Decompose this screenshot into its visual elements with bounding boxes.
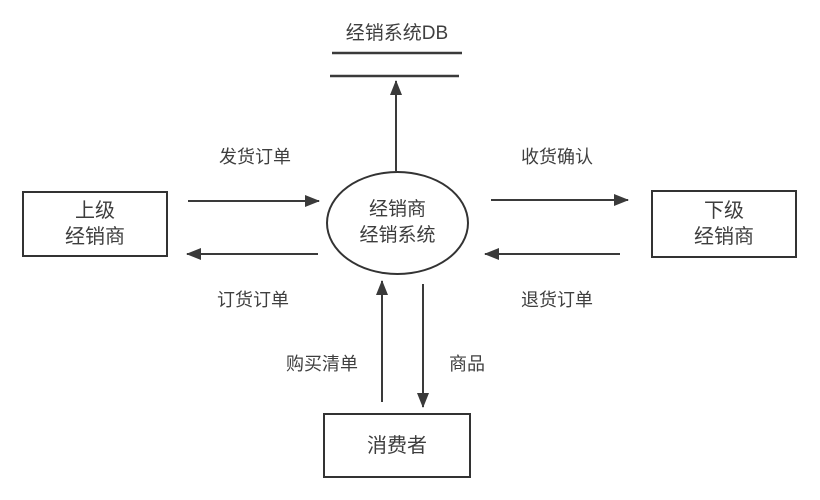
entity-downstream-label-line2: 经销商 (694, 226, 754, 248)
entity-upstream-distributor: 上级 经销商 (22, 191, 168, 257)
entity-downstream-label-line1: 下级 (704, 200, 744, 222)
flow-label-purchase-list: 购买清单 (286, 354, 358, 374)
entity-consumer: 消费者 (323, 413, 471, 478)
flow-label-receive-confirm: 收货确认 (521, 147, 593, 167)
entity-upstream-label-line2: 经销商 (65, 226, 125, 248)
datastore-label: 经销系统DB (345, 23, 449, 44)
flow-label-goods: 商品 (449, 354, 485, 374)
flow-label-ship-order: 发货订单 (219, 147, 291, 167)
flow-label-order-order: 订货订单 (217, 290, 289, 310)
process-label-line2: 经销系统 (359, 225, 436, 246)
process-node: 经销商 经销系统 (326, 171, 469, 275)
entity-consumer-label: 消费者 (367, 434, 427, 457)
entity-upstream-label-line1: 上级 (75, 200, 115, 222)
process-label-line1: 经销商 (368, 199, 426, 220)
entity-downstream-distributor: 下级 经销商 (651, 190, 797, 258)
flow-label-return-order: 退货订单 (521, 290, 593, 310)
